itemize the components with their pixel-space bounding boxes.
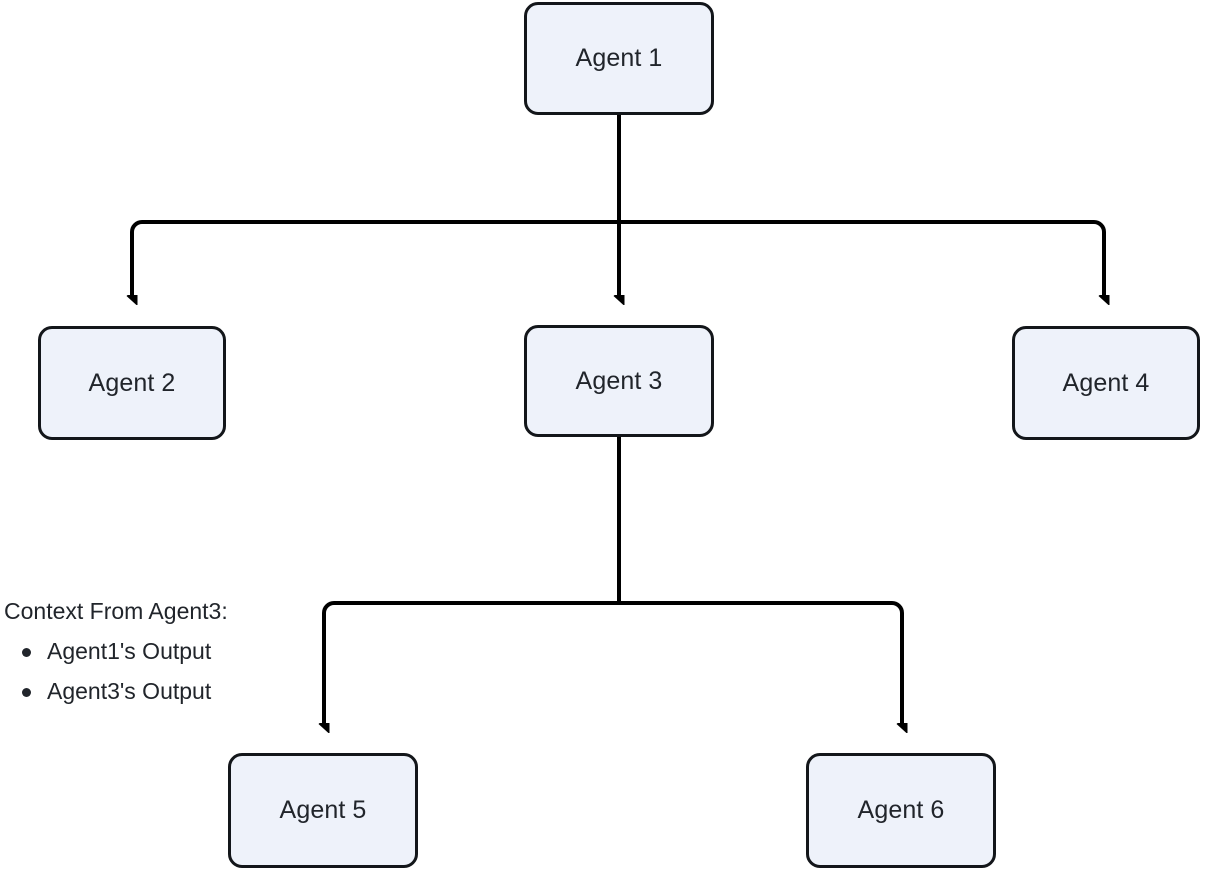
node-agent3[interactable]: Agent 3 bbox=[524, 325, 714, 437]
node-agent5-label: Agent 5 bbox=[279, 796, 367, 824]
node-agent1-label: Agent 1 bbox=[575, 44, 663, 72]
context-annotation: Context From Agent3: Agent1's Output Age… bbox=[4, 600, 304, 703]
node-agent5[interactable]: Agent 5 bbox=[228, 753, 418, 868]
node-agent6-label: Agent 6 bbox=[857, 796, 945, 824]
edge-agent1-to-children bbox=[132, 115, 1104, 296]
edge-agent3-to-agent6 bbox=[619, 601, 902, 724]
node-agent4-label: Agent 4 bbox=[1062, 368, 1150, 397]
node-agent2-label: Agent 2 bbox=[88, 368, 176, 397]
node-agent1[interactable]: Agent 1 bbox=[524, 2, 714, 115]
edge-agent3-to-agent5 bbox=[324, 601, 619, 724]
context-annotation-list: Agent1's Output Agent3's Output bbox=[4, 640, 304, 703]
context-annotation-title: Context From Agent3: bbox=[4, 598, 228, 624]
edge-agent1-to-agent4 bbox=[619, 220, 1104, 296]
node-agent6[interactable]: Agent 6 bbox=[806, 753, 996, 868]
edge-agent1-to-agent2 bbox=[132, 220, 619, 296]
context-annotation-item: Agent1's Output bbox=[4, 640, 304, 663]
context-annotation-item: Agent3's Output bbox=[4, 680, 304, 703]
node-agent3-label: Agent 3 bbox=[575, 366, 663, 395]
edge-agent3-to-children bbox=[324, 437, 902, 724]
node-agent4[interactable]: Agent 4 bbox=[1012, 326, 1200, 440]
node-agent2[interactable]: Agent 2 bbox=[38, 326, 226, 440]
